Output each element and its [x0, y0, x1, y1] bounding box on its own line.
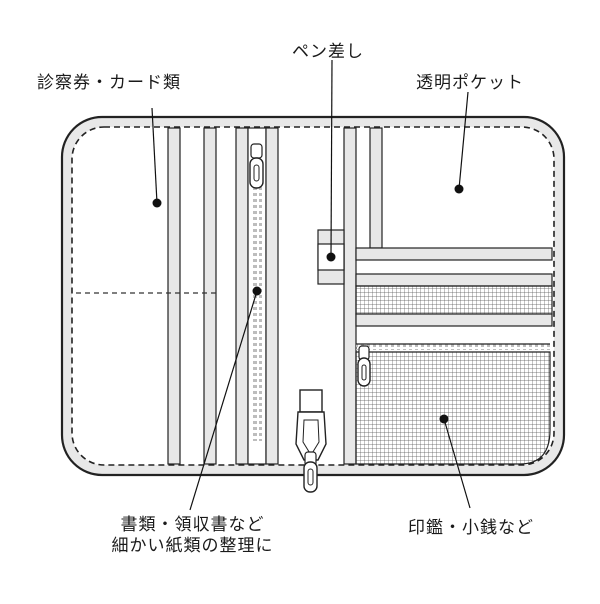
card-slot-strips	[167, 127, 217, 465]
leader-seal-coins	[439, 414, 471, 509]
center-spine	[343, 127, 357, 465]
leader-documents	[189, 286, 262, 511]
document-zipper-panel	[235, 127, 279, 465]
label-documents: 書類・領収書など 細かい紙類の整理に	[100, 515, 285, 557]
leader-card-slots	[151, 107, 162, 208]
label-documents-line1: 書類・領収書など	[120, 515, 265, 535]
label-seal-coins: 印鑑・小銭など	[408, 518, 534, 538]
leader-pen-holder	[326, 59, 336, 262]
zipper-pull-bottom	[295, 389, 327, 493]
leader-clear-pocket	[454, 91, 469, 194]
label-documents-line2: 細かい紙類の整理に	[111, 536, 274, 556]
seal-coin-mesh-pocket	[355, 343, 552, 465]
label-card-slots: 診察券・カード類	[37, 73, 181, 93]
right-horizontal-bands	[355, 247, 553, 327]
label-pen-holder: ペン差し	[292, 42, 364, 62]
label-clear-pocket: 透明ポケット	[416, 73, 524, 93]
zipper-pull-documents	[249, 143, 264, 189]
zipper-pull-coins	[357, 345, 371, 387]
clear-pocket-strips	[369, 127, 383, 249]
